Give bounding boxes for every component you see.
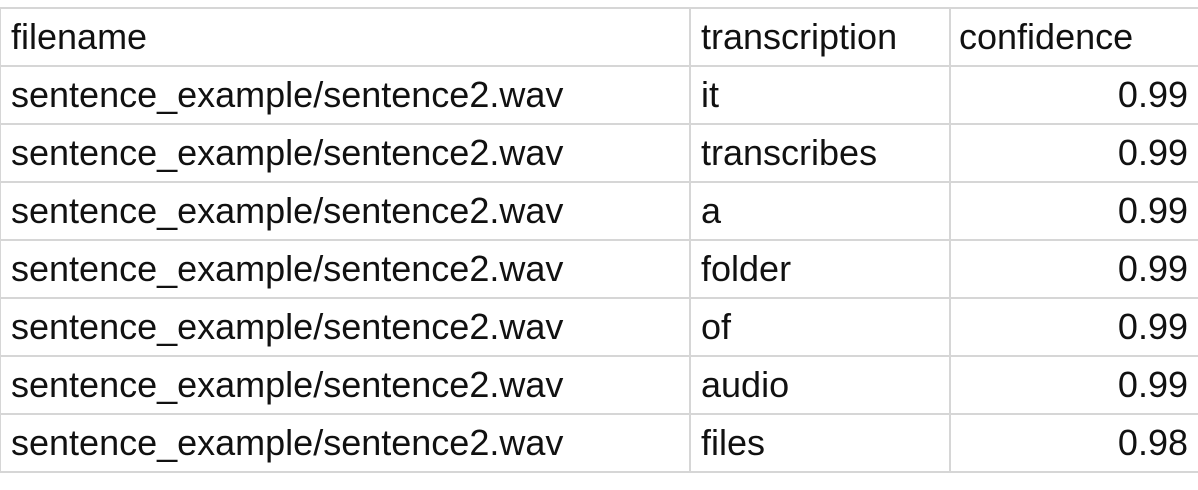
header-row: filename transcription confidence xyxy=(0,7,1198,67)
header-cell-transcription[interactable]: transcription xyxy=(689,7,951,67)
cell-confidence[interactable]: 0.99 xyxy=(949,239,1198,299)
cell-confidence[interactable]: 0.99 xyxy=(949,123,1198,183)
table-row: sentence_example/sentence2.wav of 0.99 xyxy=(0,297,1198,357)
cell-transcription[interactable]: transcribes xyxy=(689,123,951,183)
cell-filename[interactable]: sentence_example/sentence2.wav xyxy=(0,123,691,183)
cell-filename[interactable]: sentence_example/sentence2.wav xyxy=(0,413,691,473)
cell-filename[interactable]: sentence_example/sentence2.wav xyxy=(0,355,691,415)
cell-filename[interactable]: sentence_example/sentence2.wav xyxy=(0,297,691,357)
table-row: sentence_example/sentence2.wav audio 0.9… xyxy=(0,355,1198,415)
cell-confidence[interactable]: 0.99 xyxy=(949,65,1198,125)
cell-confidence[interactable]: 0.99 xyxy=(949,355,1198,415)
cell-transcription[interactable]: audio xyxy=(689,355,951,415)
cell-transcription[interactable]: of xyxy=(689,297,951,357)
table-row: sentence_example/sentence2.wav files 0.9… xyxy=(0,413,1198,473)
cell-filename[interactable]: sentence_example/sentence2.wav xyxy=(0,181,691,241)
cell-transcription[interactable]: a xyxy=(689,181,951,241)
data-table: filename transcription confidence senten… xyxy=(0,7,1198,473)
cell-transcription[interactable]: files xyxy=(689,413,951,473)
cell-confidence[interactable]: 0.99 xyxy=(949,297,1198,357)
header-cell-confidence[interactable]: confidence xyxy=(949,7,1198,67)
cell-transcription[interactable]: it xyxy=(689,65,951,125)
table-row: sentence_example/sentence2.wav transcrib… xyxy=(0,123,1198,183)
cell-confidence[interactable]: 0.98 xyxy=(949,413,1198,473)
header-cell-filename[interactable]: filename xyxy=(0,7,691,67)
table-row: sentence_example/sentence2.wav a 0.99 xyxy=(0,181,1198,241)
cell-filename[interactable]: sentence_example/sentence2.wav xyxy=(0,65,691,125)
cell-filename[interactable]: sentence_example/sentence2.wav xyxy=(0,239,691,299)
cell-transcription[interactable]: folder xyxy=(689,239,951,299)
cell-confidence[interactable]: 0.99 xyxy=(949,181,1198,241)
table-row: sentence_example/sentence2.wav folder 0.… xyxy=(0,239,1198,299)
table-row: sentence_example/sentence2.wav it 0.99 xyxy=(0,65,1198,125)
